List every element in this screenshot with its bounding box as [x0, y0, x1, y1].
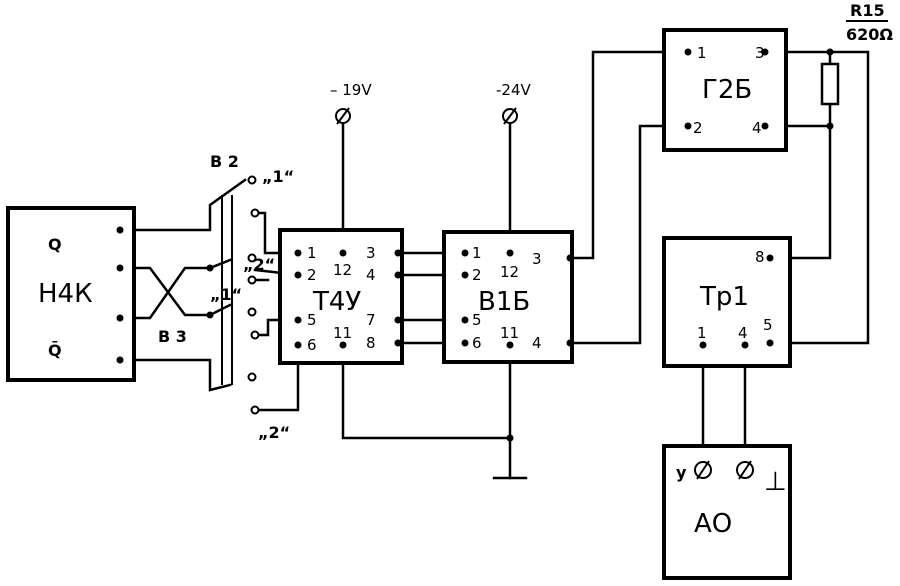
block-h4k: Н4К Q Q̄ — [6, 206, 136, 382]
v1b-pin-6: 6 — [472, 334, 482, 352]
block-h4k-name: Н4К — [38, 279, 93, 309]
t4u-pin-8: 8 — [366, 334, 376, 352]
t4u-pin-1: 1 — [307, 244, 317, 262]
g2b-pin-4: 4 — [752, 119, 762, 137]
block-ao: АО у ⊥ — [662, 444, 792, 580]
tr1-pin-8: 8 — [755, 248, 765, 266]
t4u-pin-5: 5 — [307, 311, 317, 329]
g2b-pin-3: 3 — [755, 44, 765, 62]
supply-terminals: – 19V -24V — [330, 81, 531, 125]
t4u-pin-2: 2 — [307, 266, 317, 284]
t4u-pin-12: 12 — [333, 261, 352, 279]
v1b-pin-5: 5 — [472, 311, 482, 329]
block-t4u-name: Т4У — [312, 287, 361, 317]
v1b-pin-12: 12 — [500, 263, 519, 281]
switch-b2-pos2-label: „2“ — [243, 255, 275, 274]
supply-v1b-label: -24V — [496, 81, 531, 99]
switch-b3-pos1-label: „1“ — [210, 285, 242, 304]
tr1-pin-4: 4 — [738, 324, 748, 342]
ao-input-label: у — [676, 463, 687, 482]
switch-b3-label: В 3 — [158, 327, 187, 346]
block-t4u: Т4У 1 2 5 6 12 11 3 4 7 8 — [278, 228, 404, 365]
v1b-pin-3: 3 — [532, 250, 542, 268]
tr1-pin-1: 1 — [697, 324, 707, 342]
v1b-pin-11: 11 — [500, 324, 519, 342]
t4u-pin-4: 4 — [366, 266, 376, 284]
block-v1b-name: В1Б — [478, 287, 530, 317]
g2b-pin-1: 1 — [697, 44, 707, 62]
resistor-r15-value: 620Ω — [846, 25, 893, 44]
resistor-r15: R15 620Ω — [820, 1, 893, 130]
v1b-pin-1: 1 — [472, 244, 482, 262]
resistor-r15-name: R15 — [850, 1, 885, 20]
t4u-pin-11: 11 — [333, 324, 352, 342]
supply-t4u-label: – 19V — [330, 81, 372, 99]
t4u-pin-7: 7 — [366, 311, 376, 329]
t4u-pin-3: 3 — [366, 244, 376, 262]
ao-ground-symbol: ⊥ — [764, 467, 787, 497]
h4k-qbar-label: Q̄ — [48, 340, 62, 360]
switch-contacts: В 2 В 3 „1“ „2“ „1“ „2“ — [158, 152, 294, 442]
block-tr1: Тр1 8 1 4 5 — [662, 236, 792, 368]
g2b-pin-2: 2 — [693, 119, 703, 137]
block-v1b: В1Б 1 2 5 6 12 11 3 4 — [442, 230, 574, 442]
v1b-pin-2: 2 — [472, 266, 482, 284]
v1b-pin-4: 4 — [532, 334, 542, 352]
switch-b3-pos2-label: „2“ — [258, 423, 290, 442]
switch-b2-pos1-label: „1“ — [262, 167, 294, 186]
block-ao-name: АО — [694, 509, 732, 539]
t4u-pin-6: 6 — [307, 336, 317, 354]
block-g2b-name: Г2Б — [702, 75, 752, 105]
block-tr1-name: Тр1 — [699, 282, 749, 312]
switch-b2-label: В 2 — [210, 152, 239, 171]
block-g2b: Г2Б 1 2 3 4 — [662, 28, 788, 152]
h4k-q-label: Q — [48, 235, 62, 254]
tr1-pin-5: 5 — [763, 316, 773, 334]
